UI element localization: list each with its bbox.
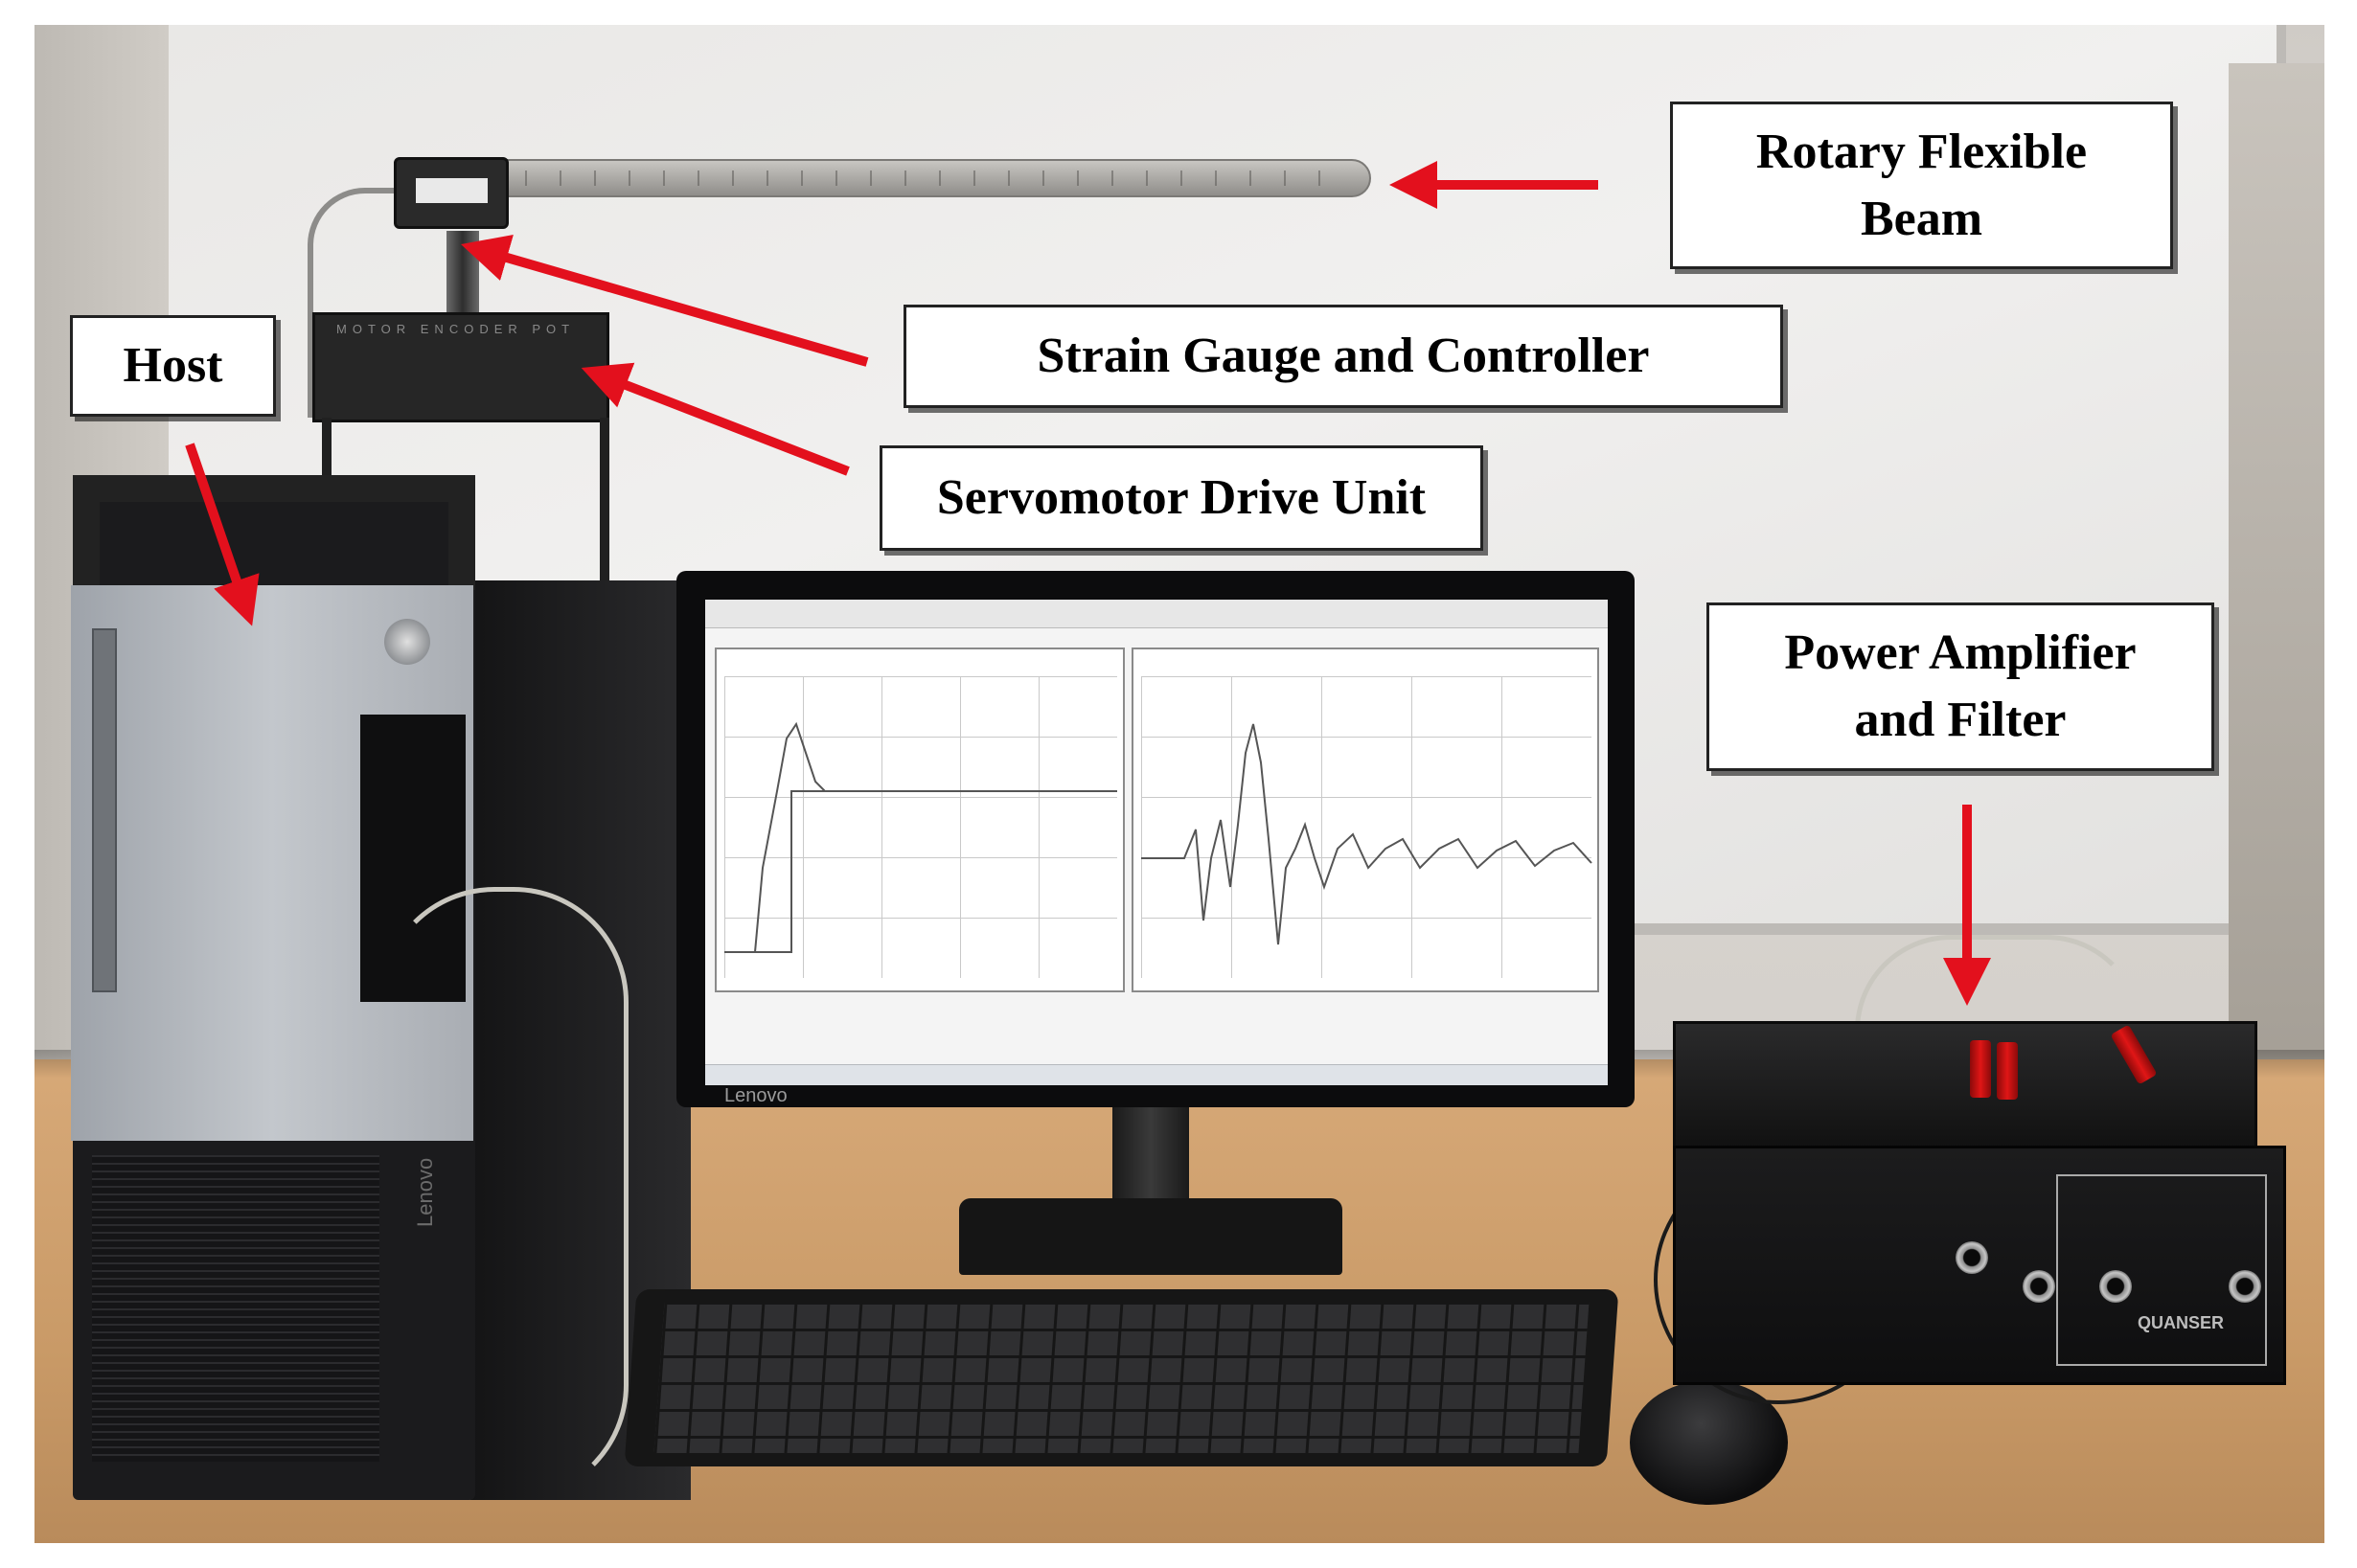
amplifier-label-line1: Power Amplifier [1784,625,2137,680]
beam-label-line1: Rotary Flexible [1755,124,2088,179]
monitor-stand-base [959,1198,1342,1275]
scope-traces [724,721,1592,953]
step-response-trace [754,721,1117,953]
strain-gauge-sticker [416,178,488,203]
step-input-trace [724,790,1117,953]
panel-jack-3 [2229,1270,2261,1303]
power-button [384,619,430,665]
panel-jack-2 [2023,1270,2055,1303]
scope-grid-right [1141,676,1591,978]
scope-grid-left [724,676,1117,978]
monitor-stand-neck [1112,1107,1189,1208]
amplifier-panel-label [2056,1174,2267,1366]
tower-handle [73,475,475,590]
amplifier-top [1673,1021,2257,1150]
gauge-cable [308,188,413,418]
servo-callout: Servomotor Drive Unit [880,445,1483,551]
strain-gauge-callout: Strain Gauge and Controller [904,305,1783,408]
beam-ruler-ticks [456,170,1347,186]
amp-cable-black [1654,1155,1903,1404]
panel-jack-4 [2099,1270,2132,1303]
panel-jack-1 [1956,1241,1988,1274]
monitor-brand: Lenovo [724,1085,788,1106]
beam-label-line2: Beam [1860,191,1983,246]
keyboard-keys [653,1302,1590,1453]
tower-vent-mesh [92,1155,379,1462]
amplifier-label-line2: and Filter [1854,693,2067,747]
right-window [2229,63,2324,1098]
amplifier-callout: Power Amplifier and Filter [1706,602,2214,771]
usb-cable [379,887,629,1500]
app-title-bar [705,600,1608,628]
optical-drive-slot [92,628,117,992]
beam-deflection-trace [1141,723,1592,945]
amplifier-brand: QUANSER [2138,1313,2225,1332]
host-callout: Host [70,315,276,417]
red-plug-2 [1997,1042,2018,1100]
red-plug-1 [1970,1040,1991,1098]
beam-callout: Rotary Flexible Beam [1670,102,2173,269]
taskbar [705,1064,1608,1085]
